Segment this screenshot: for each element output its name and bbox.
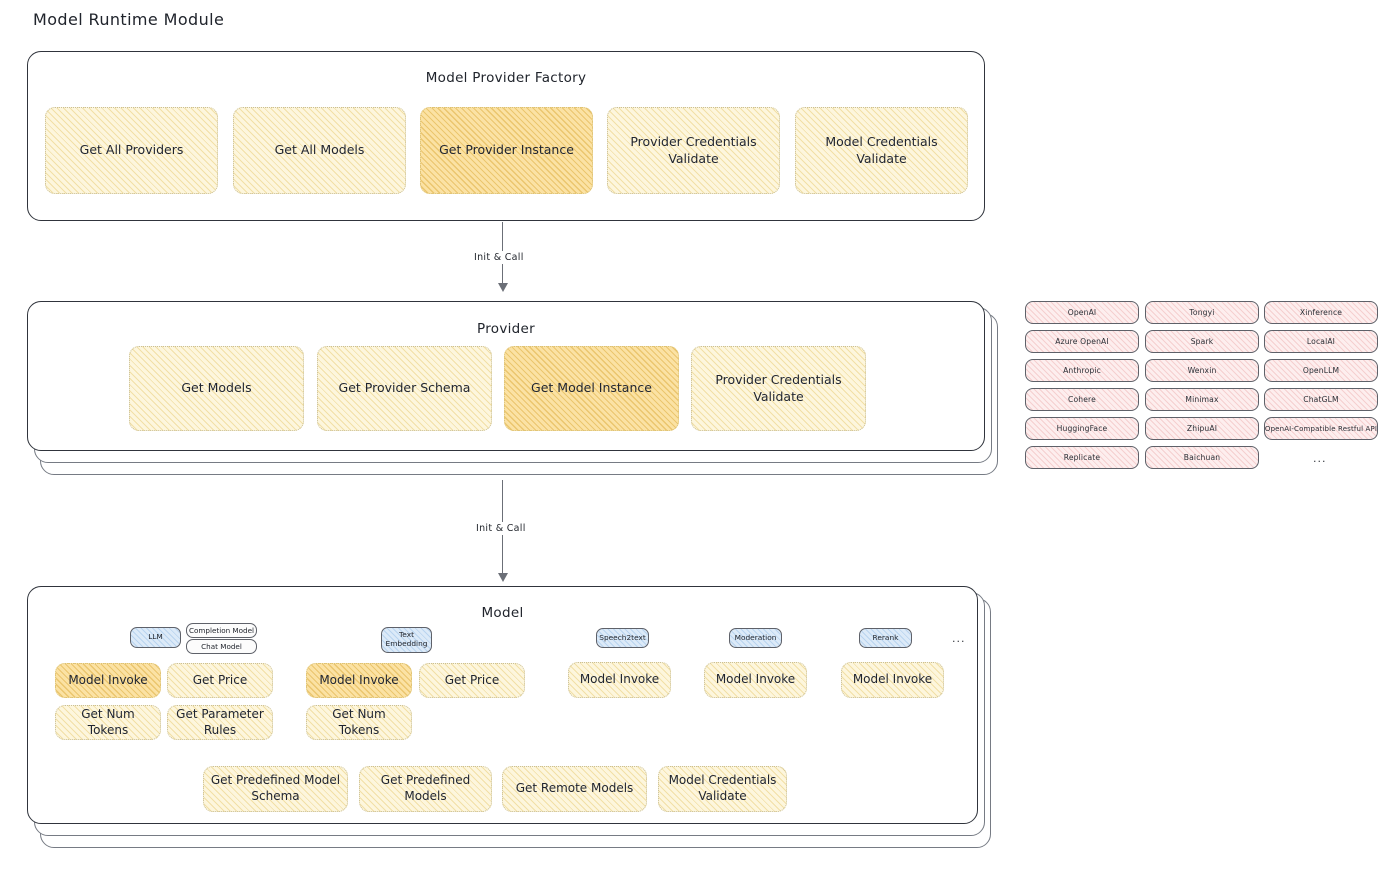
provider-pill-xinference[interactable]: Xinference <box>1264 301 1378 324</box>
model-type-pill-rerank[interactable]: Rerank <box>859 628 912 648</box>
text-embedding-method-get-num-tokens[interactable]: Get Num Tokens <box>306 705 412 740</box>
provider-pill-baichuan[interactable]: Baichuan <box>1145 446 1259 469</box>
provider-item-get-models[interactable]: Get Models <box>129 346 304 431</box>
provider-pill-localai[interactable]: LocalAI <box>1264 330 1378 353</box>
model-type-pill-moderation[interactable]: Moderation <box>729 628 782 648</box>
model-title: Model <box>481 605 524 621</box>
provider-title: Provider <box>477 321 535 337</box>
provider-pill-openai-compatible-restful-api[interactable]: OpenAI-Compatible Restful API <box>1264 417 1378 440</box>
provider-pill-anthropic[interactable]: Anthropic <box>1025 359 1139 382</box>
provider-pill-openai[interactable]: OpenAI <box>1025 301 1139 324</box>
provider-pill-openllm[interactable]: OpenLLM <box>1264 359 1378 382</box>
arrow-provider-to-model-label: Init & Call <box>472 522 530 535</box>
arrow-factory-to-provider-label: Init & Call <box>470 251 528 264</box>
model-provider-factory-title: Model Provider Factory <box>425 70 587 86</box>
text-embedding-method-get-price[interactable]: Get Price <box>419 663 525 698</box>
model-subtype-pill-chat-model[interactable]: Chat Model <box>186 639 257 654</box>
model-common-method-get-remote-models[interactable]: Get Remote Models <box>502 766 647 812</box>
arrow-provider-to-model-head <box>498 573 508 582</box>
provider-pill-cohere[interactable]: Cohere <box>1025 388 1139 411</box>
model-common-method-get-predefined-model-schema[interactable]: Get Predefined Model Schema <box>203 766 348 812</box>
factory-item-model-credentials-validate[interactable]: Model Credentials Validate <box>795 107 968 194</box>
provider-pill-replicate[interactable]: Replicate <box>1025 446 1139 469</box>
provider-pill-minimax[interactable]: Minimax <box>1145 388 1259 411</box>
speech2text-method-model-invoke[interactable]: Model Invoke <box>568 662 671 698</box>
model-type-pill-speech2text[interactable]: Speech2text <box>596 628 649 648</box>
rerank-method-model-invoke[interactable]: Model Invoke <box>841 662 944 698</box>
factory-item-get-all-models[interactable]: Get All Models <box>233 107 406 194</box>
model-common-method-model-credentials-validate[interactable]: Model Credentials Validate <box>658 766 787 812</box>
model-types-more-ellipsis: ... <box>952 632 966 645</box>
factory-item-provider-credentials-validate[interactable]: Provider Credentials Validate <box>607 107 780 194</box>
provider-item-get-provider-schema[interactable]: Get Provider Schema <box>317 346 492 431</box>
provider-pill-spark[interactable]: Spark <box>1145 330 1259 353</box>
page-title: Model Runtime Module <box>33 10 225 29</box>
provider-item-get-model-instance[interactable]: Get Model Instance <box>504 346 679 431</box>
model-common-method-get-predefined-models[interactable]: Get Predefined Models <box>359 766 492 812</box>
model-subtype-pill-completion-model[interactable]: Completion Model <box>186 623 257 638</box>
llm-method-get-price[interactable]: Get Price <box>167 663 273 698</box>
llm-method-model-invoke[interactable]: Model Invoke <box>55 663 161 698</box>
provider-pill-azure-openai[interactable]: Azure OpenAI <box>1025 330 1139 353</box>
llm-method-get-num-tokens[interactable]: Get Num Tokens <box>55 705 161 740</box>
llm-method-get-parameter-rules[interactable]: Get Parameter Rules <box>167 705 273 740</box>
text-embedding-method-model-invoke[interactable]: Model Invoke <box>306 663 412 698</box>
provider-pill-tongyi[interactable]: Tongyi <box>1145 301 1259 324</box>
provider-pill-wenxin[interactable]: Wenxin <box>1145 359 1259 382</box>
provider-pill-huggingface[interactable]: HuggingFace <box>1025 417 1139 440</box>
model-type-pill-text-embedding[interactable]: Text Embedding <box>381 627 432 653</box>
provider-item-provider-credentials-validate[interactable]: Provider Credentials Validate <box>691 346 866 431</box>
arrow-factory-to-provider-head <box>498 283 508 292</box>
provider-pill-zhipuai[interactable]: ZhipuAI <box>1145 417 1259 440</box>
provider-list-more-ellipsis: ... <box>1313 452 1327 465</box>
moderation-method-model-invoke[interactable]: Model Invoke <box>704 662 807 698</box>
provider-pill-chatglm[interactable]: ChatGLM <box>1264 388 1378 411</box>
factory-item-get-all-providers[interactable]: Get All Providers <box>45 107 218 194</box>
model-type-pill-llm[interactable]: LLM <box>130 627 181 648</box>
factory-item-get-provider-instance[interactable]: Get Provider Instance <box>420 107 593 194</box>
